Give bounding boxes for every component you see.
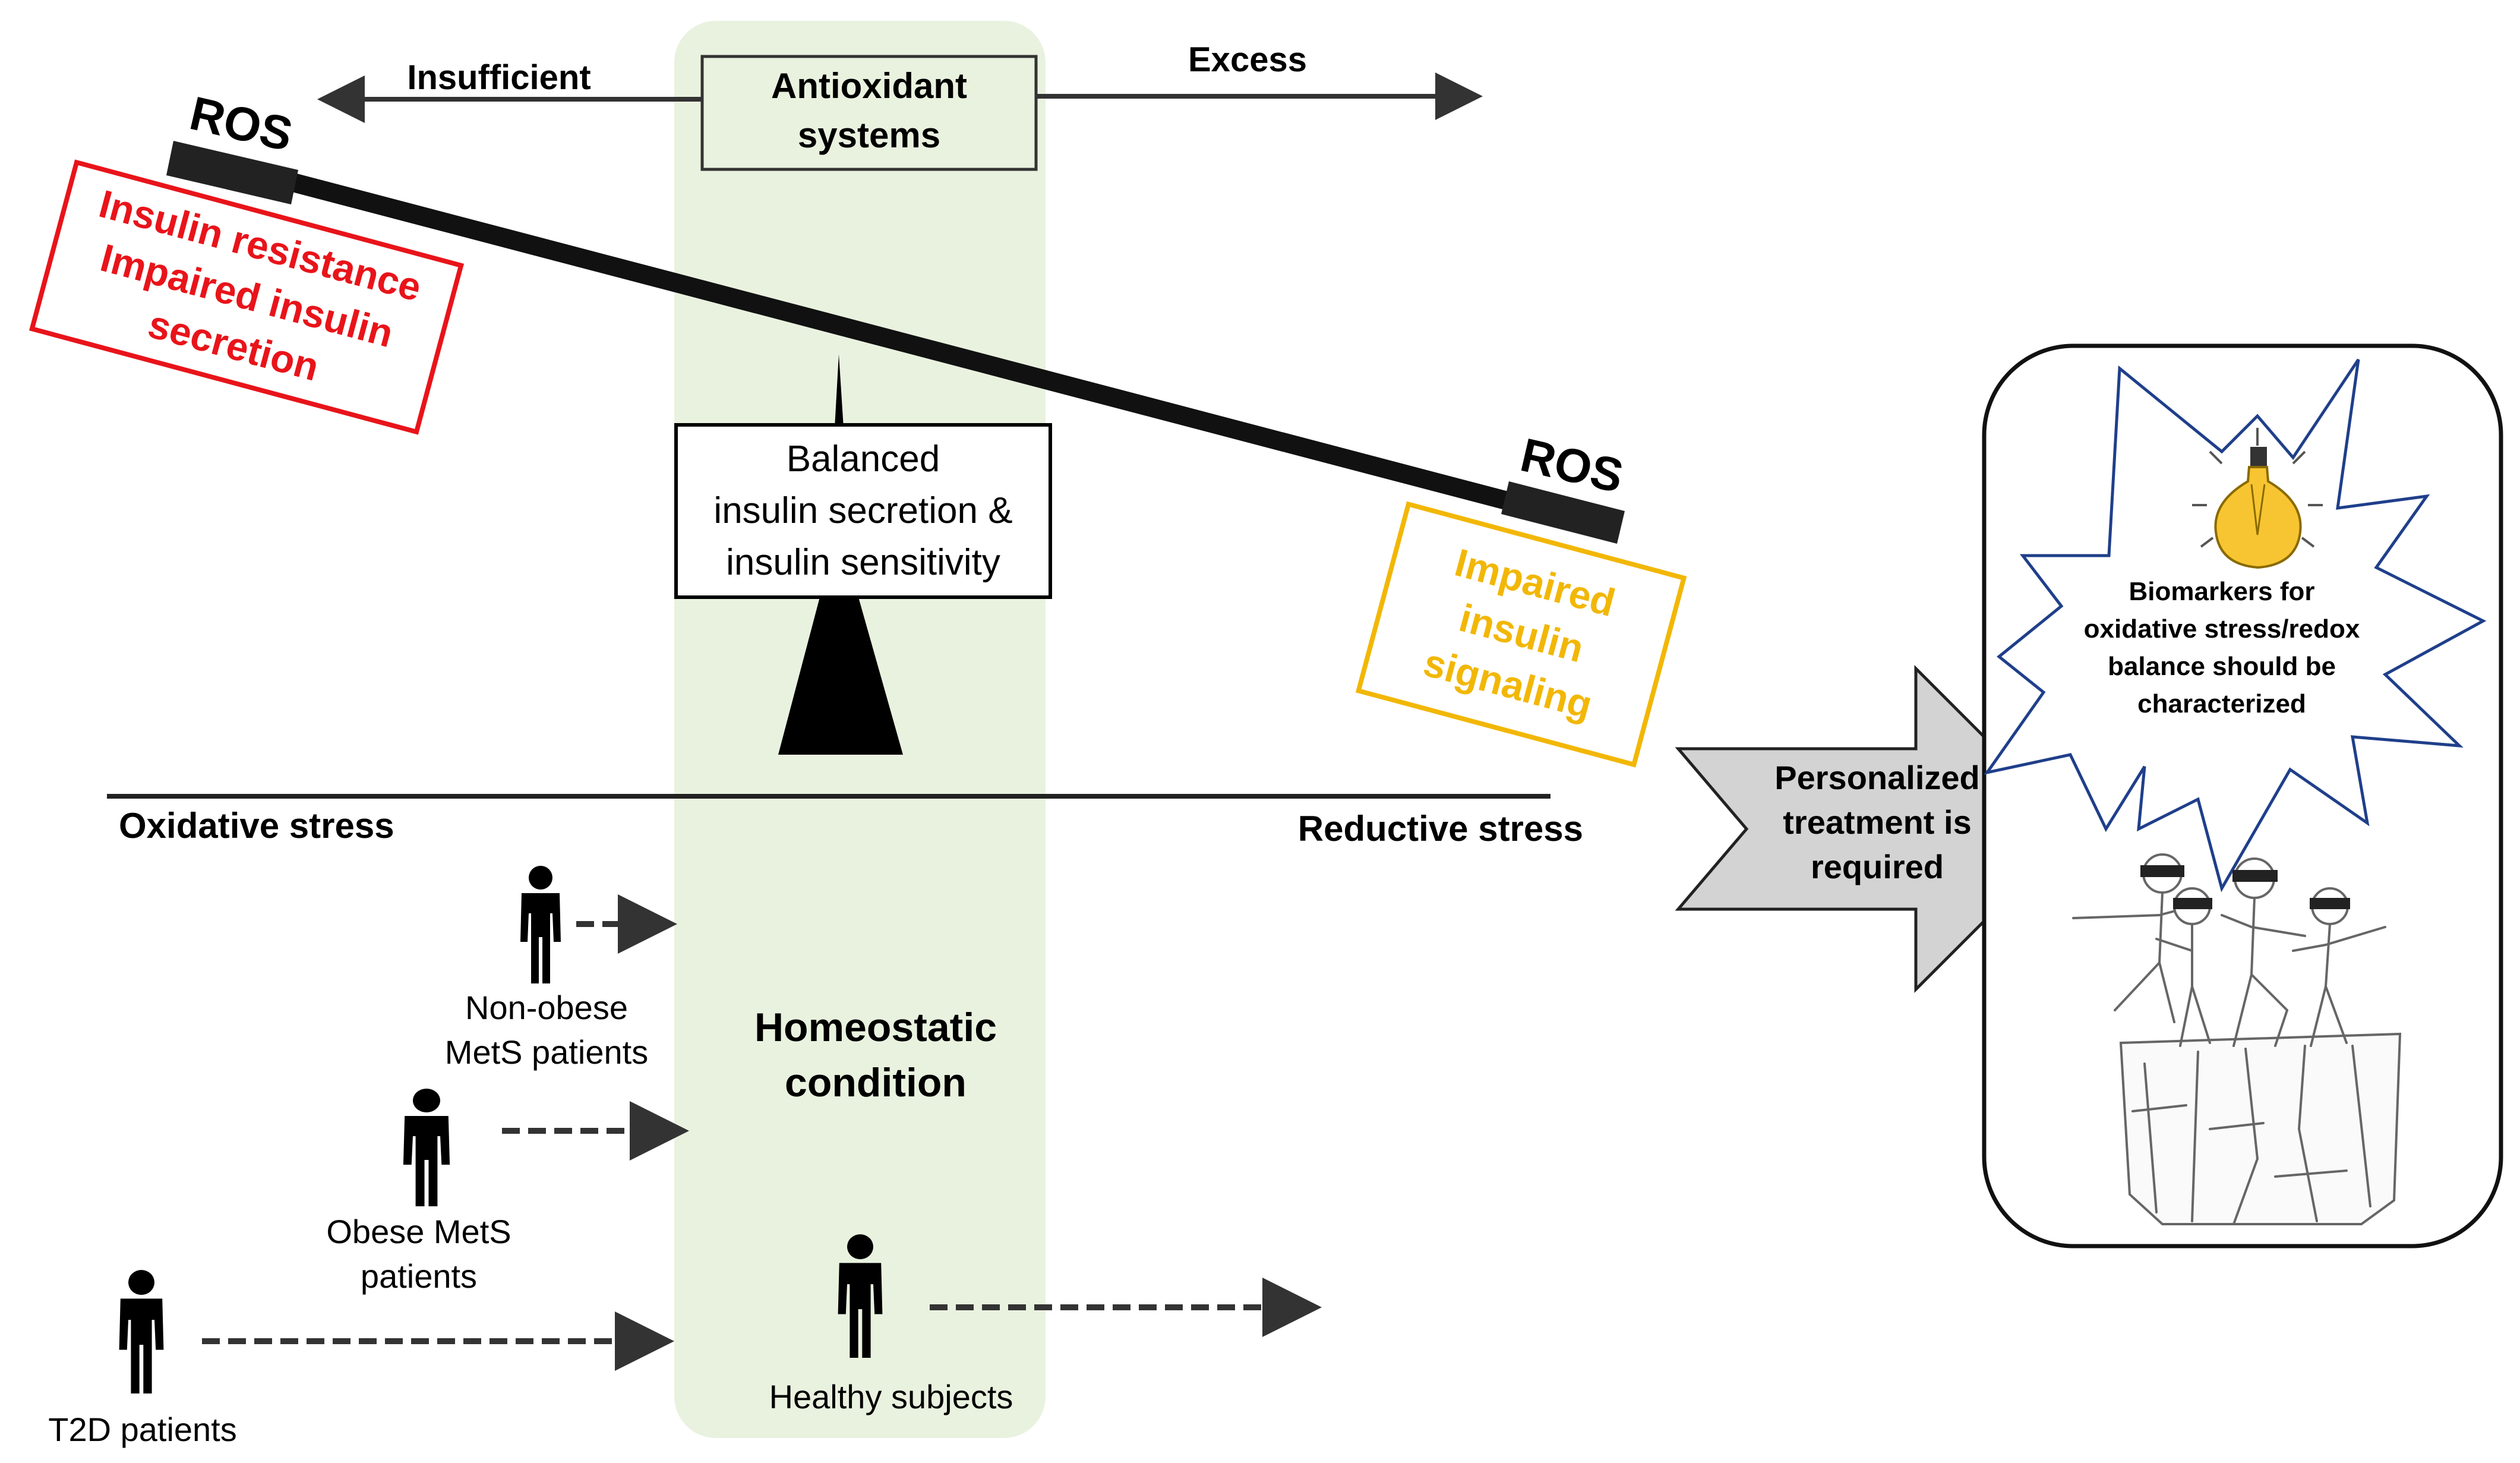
oxidative-stress-label: Oxidative stress	[119, 806, 394, 846]
homeostatic-line2: condition	[785, 1060, 967, 1105]
nonobese-label-line1: Non-obese	[465, 989, 628, 1026]
healthy-label: Healthy subjects	[769, 1378, 1013, 1415]
nonobese-label-line2: MetS patients	[445, 1033, 648, 1071]
lightbulb-icon	[2192, 428, 2323, 569]
personalized-arrow	[1675, 664, 2079, 994]
antioxidant-line1: Antioxidant	[771, 66, 967, 106]
personalized-line3: required	[1811, 848, 1944, 885]
ros-weight-right	[1501, 481, 1625, 544]
balanced-line2: insulin secretion &	[713, 490, 1012, 531]
personalized-line1: Personalized	[1774, 759, 1979, 796]
antioxidant-line2: systems	[798, 115, 940, 155]
fulcrum-base	[778, 597, 903, 755]
ros-weight-left	[166, 141, 298, 204]
biomarker-line4: characterized	[2137, 689, 2306, 718]
nonobese-person-icon	[520, 866, 561, 983]
starburst	[1984, 358, 2487, 893]
reductive-stress-label: Reductive stress	[1298, 809, 1583, 849]
blindfolded-figures-sketch	[2072, 853, 2402, 1225]
obese-person-icon	[403, 1089, 450, 1206]
homeostatic-line1: Homeostatic	[754, 1005, 997, 1050]
excess-label: Excess	[1188, 40, 1307, 79]
left-effect-box: Insulin resistance Impaired insulin secr…	[29, 159, 465, 435]
right-effect-box: Impaired insulin signaling	[1355, 501, 1687, 768]
balanced-box	[674, 423, 1052, 599]
balanced-line1: Balanced	[787, 439, 940, 480]
biomarker-line2: oxidative stress/redox	[2084, 614, 2360, 644]
t2d-label: T2D patients	[48, 1411, 237, 1448]
obese-label-line2: patients	[361, 1257, 477, 1295]
insufficient-label: Insufficient	[407, 58, 590, 97]
obese-label-line1: Obese MetS	[326, 1213, 511, 1250]
biomarker-line3: balance should be	[2108, 652, 2336, 681]
seesaw-beam	[285, 172, 1617, 538]
antioxidant-box	[700, 55, 1038, 171]
fulcrum-tip	[835, 354, 844, 428]
personalized-line2: treatment is	[1783, 803, 1971, 841]
balanced-line3: insulin sensitivity	[726, 542, 1000, 583]
biomarker-line1: Biomarkers for	[2129, 577, 2314, 606]
t2d-person-icon	[119, 1270, 164, 1393]
